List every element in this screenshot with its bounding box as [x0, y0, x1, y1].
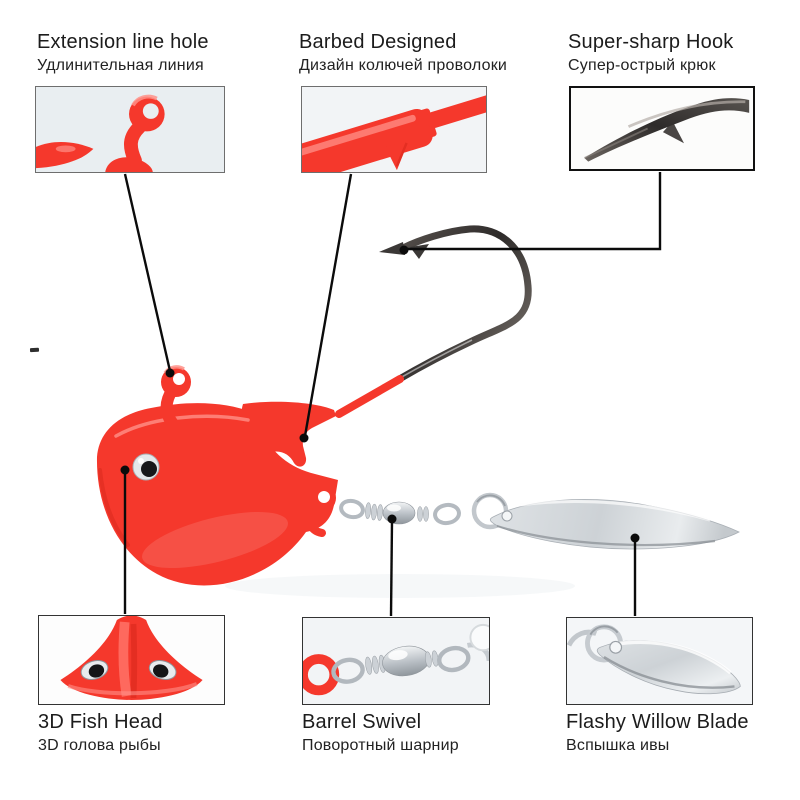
barbed-designed-closeup	[302, 87, 486, 172]
barrel-swivel-closeup	[303, 618, 489, 704]
blade-hole	[501, 510, 513, 522]
callout-label-super-sharp-hook: Super-sharp Hook Супер-острый крюк	[568, 30, 734, 76]
willow-blade	[489, 499, 740, 550]
fish-head-closeup	[39, 616, 224, 704]
callout-subtitle: 3D голова рыбы	[38, 737, 161, 754]
painted-shank	[335, 375, 404, 418]
willow-blade-closeup	[567, 618, 752, 704]
rear-hanger	[305, 484, 336, 537]
callout-subtitle: Вспышка ивы	[566, 737, 670, 754]
callout-line-extension-line-hole	[123, 173, 172, 372]
bait-keeper-barb	[238, 401, 336, 467]
3d-eye	[132, 453, 160, 481]
callout-label-fish-head: 3D Fish Head 3D голова рыбы	[38, 710, 163, 756]
fish-eyes	[80, 660, 177, 680]
callout-subtitle: Удлинительная линия	[37, 57, 204, 74]
callout-label-barbed-designed: Barbed Designed Дизайн колючей проволоки	[299, 30, 507, 76]
hook-point	[379, 242, 405, 255]
callout-subtitle: Дизайн колючей проволоки	[299, 57, 508, 74]
callout-line-super-sharp-hook	[407, 172, 662, 251]
inset-barrel-swivel	[302, 617, 490, 705]
blade-hole	[609, 640, 623, 654]
callout-title: Flashy Willow Blade	[566, 711, 749, 733]
callout-title: Barbed Designed	[299, 31, 457, 53]
callout-line-barbed-designed	[303, 173, 353, 437]
inset-willow-blade	[566, 617, 753, 705]
callout-title: Super-sharp Hook	[568, 31, 734, 53]
callout-label-extension-line-hole: Extension line hole Удлинительная линия	[37, 30, 209, 76]
hook-barb	[410, 244, 429, 259]
callout-title: 3D Fish Head	[38, 711, 163, 733]
callout-subtitle: Поворотный шарнир	[302, 737, 459, 754]
callout-label-barrel-swivel: Barrel Swivel Поворотный шарнир	[302, 710, 459, 756]
inset-super-sharp-hook	[569, 86, 755, 171]
callout-subtitle: Супер-острый крюк	[568, 57, 716, 74]
barrel-swivel	[339, 498, 461, 526]
inset-extension-line-hole	[35, 86, 225, 173]
inset-barbed-designed	[301, 86, 487, 173]
callout-line-barrel-swivel	[389, 520, 394, 617]
callout-title: Extension line hole	[37, 31, 209, 53]
callout-dots	[120, 245, 640, 543]
inset-fish-head	[38, 615, 225, 705]
product-shadow	[225, 574, 575, 598]
hook	[379, 225, 532, 385]
callout-title: Barrel Swivel	[302, 711, 422, 733]
callout-lines	[123, 172, 662, 617]
jighead-body	[96, 401, 338, 586]
line-tie-eyelet	[160, 365, 191, 432]
stray-dash	[29, 347, 40, 353]
callout-label-willow-blade: Flashy Willow Blade Вспышка ивы	[566, 710, 749, 756]
super-sharp-hook-closeup	[571, 88, 753, 169]
extension-line-hole-closeup	[36, 87, 224, 172]
